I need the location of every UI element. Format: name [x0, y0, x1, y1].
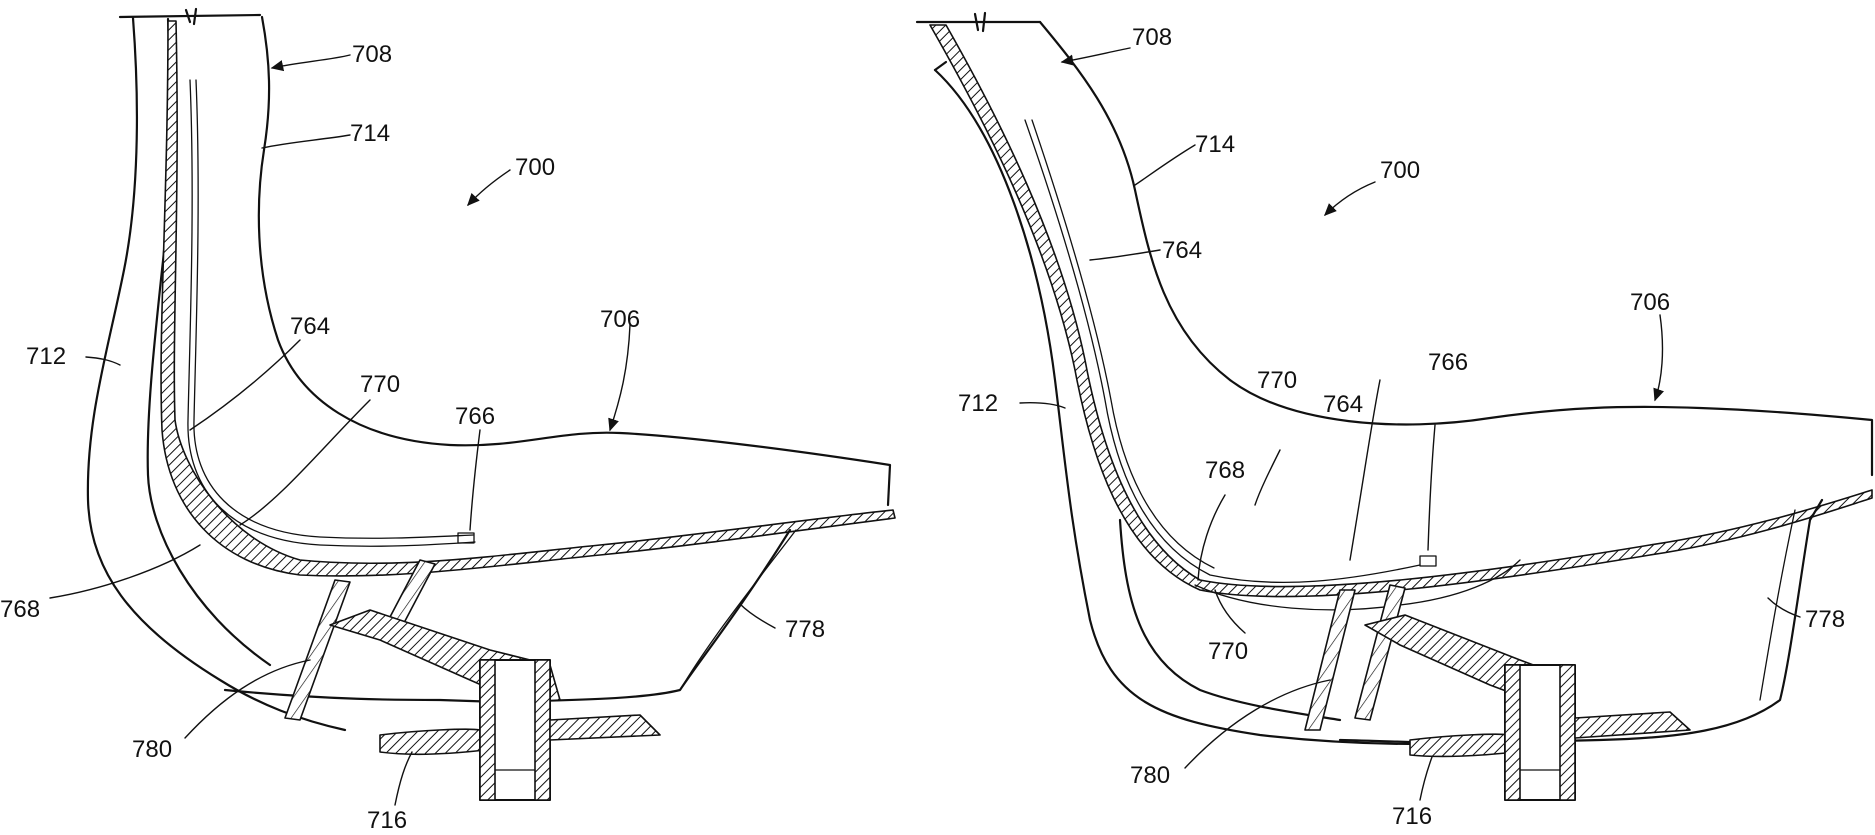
right-base-frame-inner	[1759, 509, 1796, 701]
left-base-frame-inner	[679, 529, 797, 691]
right-label-768: 768	[1205, 457, 1245, 484]
right-bag-front	[1038, 20, 1874, 477]
right-label-778: 778	[1805, 606, 1845, 633]
right-inner-back-shell	[1118, 518, 1342, 722]
right-label-766: 766	[1428, 349, 1468, 376]
right-label-764b: 764	[1323, 391, 1363, 418]
right-label-714: 714	[1195, 131, 1235, 158]
right-foot	[1574, 711, 1691, 739]
left-label-778: 778	[785, 616, 825, 643]
left-label-768: 768	[0, 596, 40, 623]
left-top-clamp	[118, 7, 262, 26]
right-label-708: 708	[1132, 24, 1172, 51]
right-back-shell-wall	[929, 24, 1873, 598]
left-outer-back-shell	[86, 16, 347, 732]
right-label-716: 716	[1392, 803, 1432, 830]
left-base-frame	[223, 528, 792, 704]
left-post-side-l	[479, 659, 496, 801]
right-outer-back-shell	[933, 68, 1422, 746]
right-strut-2	[1354, 584, 1406, 721]
left-view: 708 714 700 712 764 706 770 766 768 778 …	[0, 7, 896, 834]
right-label-706: 706	[1630, 289, 1670, 316]
right-hub-716	[1409, 733, 1516, 758]
right-label-770a: 770	[1257, 367, 1297, 394]
left-strut	[284, 579, 351, 721]
right-label-700: 700	[1380, 157, 1420, 184]
right-bladder-line	[1024, 119, 1421, 584]
left-bladder-line-2	[193, 79, 474, 539]
right-top-clamp	[915, 11, 1042, 33]
right-outer-back-shell-top	[933, 60, 948, 72]
right-label-712: 712	[958, 390, 998, 417]
left-label-706: 706	[600, 306, 640, 333]
right-label-764a: 764	[1162, 237, 1202, 264]
left-foot	[549, 714, 661, 741]
left-label-708: 708	[352, 41, 392, 68]
right-post-side-l	[1504, 664, 1521, 801]
left-bladder-line	[187, 79, 476, 547]
right-view: 708 714 700 764 706 712 770 766 764 768 …	[915, 11, 1874, 830]
left-label-764: 764	[290, 313, 330, 340]
right-strut	[1304, 589, 1356, 731]
right-bladder-line-2	[1031, 119, 1215, 569]
left-label-780: 780	[132, 736, 172, 763]
left-seat-shell-wall	[160, 20, 896, 577]
left-label-766: 766	[455, 403, 495, 430]
left-bag-front	[257, 15, 892, 507]
right-label-780: 780	[1130, 762, 1170, 789]
left-label-700: 700	[515, 154, 555, 181]
right-label-770b: 770	[1208, 638, 1248, 665]
left-label-714: 714	[350, 120, 390, 147]
left-post-side-r	[534, 659, 551, 801]
left-hub-716	[379, 728, 486, 755]
right-valve-766	[1419, 555, 1437, 567]
right-post-side-r	[1559, 664, 1576, 801]
left-label-770: 770	[360, 371, 400, 398]
left-label-712: 712	[26, 343, 66, 370]
left-valve-766	[457, 532, 475, 544]
left-label-716: 716	[367, 807, 407, 834]
